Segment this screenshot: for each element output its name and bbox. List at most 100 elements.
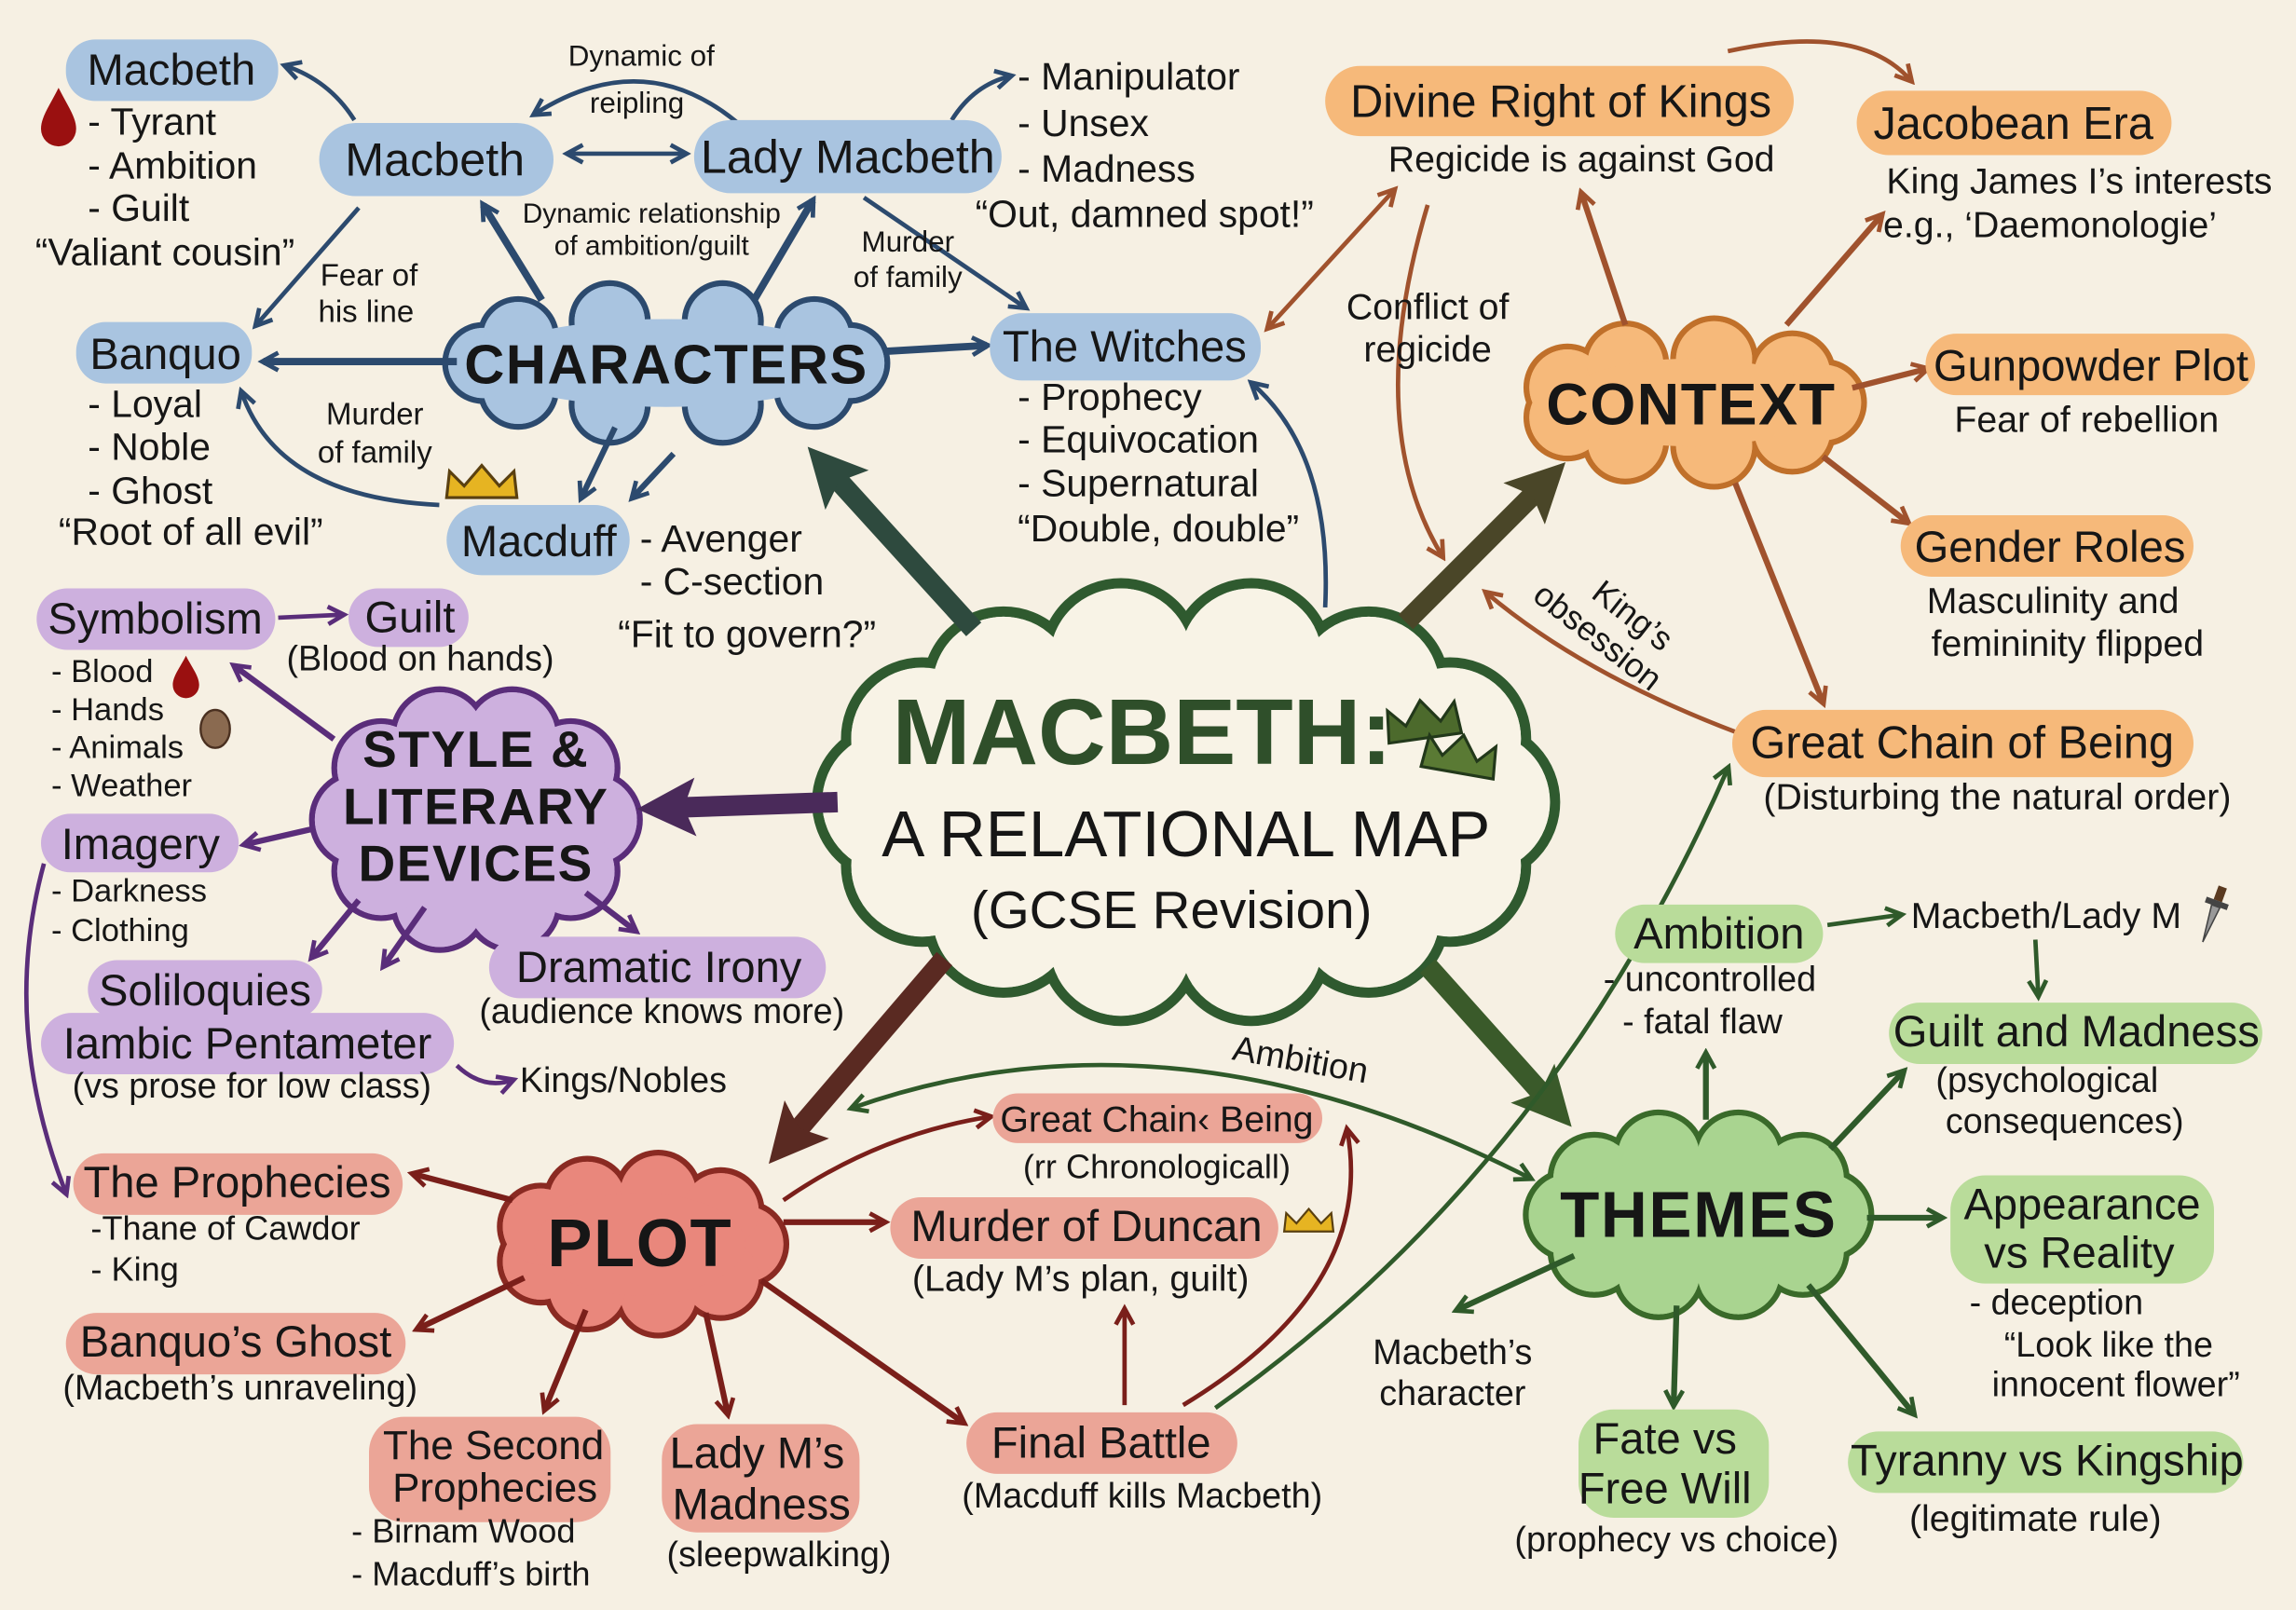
center-title-line3: (GCSE Revision): [971, 880, 1373, 939]
pill-macbeth-top: [65, 39, 279, 102]
plot-hub: PLOT: [547, 1207, 732, 1281]
blood-drop-icon: [172, 655, 199, 699]
node-second: Prophecies: [392, 1466, 597, 1511]
arrow: [703, 1312, 728, 1413]
sub: (vs prose for low class): [73, 1066, 431, 1105]
trait: - Supernatural: [1018, 462, 1259, 505]
label: Macbeth’s: [1373, 1332, 1532, 1371]
characters-hub: CHARACTERS: [464, 334, 868, 396]
item: - uncontrolled: [1604, 960, 1816, 999]
label: Dynamic relationship: [523, 198, 781, 229]
arrow: [545, 1308, 589, 1410]
node-appearance: Appearance: [1963, 1180, 2200, 1229]
pill-fate: [1578, 1409, 1770, 1519]
item: - deception: [1970, 1283, 2143, 1322]
label: Macbeth/Lady M: [1911, 895, 2181, 936]
label: Kings/Nobles: [520, 1060, 727, 1099]
arrow: [241, 392, 440, 508]
arrow: [1784, 215, 1881, 327]
node-macbeth-top: Macbeth: [87, 45, 255, 94]
pill-appearance: [1950, 1175, 2214, 1284]
trait: - Prophecy: [1018, 375, 1202, 418]
pill-final: [966, 1412, 1237, 1474]
sub: Masculinity and: [1927, 580, 2180, 621]
arrow: [782, 1117, 991, 1203]
label: Fear of: [321, 257, 418, 292]
arrow: [278, 615, 343, 618]
dagger-icon: [2202, 885, 2229, 943]
arrow-center-characters: [807, 446, 982, 636]
sub: Fear of rebellion: [1954, 399, 2219, 440]
label: his line: [319, 294, 415, 329]
pill-witches: [990, 313, 1261, 381]
quote: “Double, double”: [1018, 507, 1299, 550]
arrow: [455, 1063, 512, 1084]
trait: - Tyrant: [88, 101, 216, 143]
pill-iambic: [41, 1013, 455, 1075]
node-gender: Gender Roles: [1915, 522, 2186, 571]
pill-divine: [1325, 65, 1794, 137]
trait: - Noble: [88, 425, 211, 468]
arrow: [285, 66, 357, 122]
node-macbeth: Macbeth: [345, 133, 525, 186]
pill-macduff: [446, 504, 630, 576]
arrow: [1252, 384, 1329, 608]
arrow-center-context: [1398, 462, 1566, 630]
item: - Blood: [51, 654, 153, 689]
quote: innocent flower”: [1992, 1365, 2240, 1404]
arrow: [950, 76, 1010, 122]
pill-symbolism: [36, 588, 276, 650]
arrow: [484, 205, 545, 303]
sub: Regicide is against God: [1388, 139, 1775, 180]
thin-connectors: [23, 39, 2038, 1423]
context-hub: CONTEXT: [1546, 373, 1836, 438]
arrow: [1852, 369, 1927, 391]
node-tyranny: Tyranny vs Kingship: [1851, 1435, 2244, 1484]
arrow: [413, 1174, 513, 1204]
arrow: [234, 666, 336, 742]
sub: (sleepwalking): [667, 1535, 892, 1574]
trait: - Ambition: [88, 144, 257, 187]
trait: - Madness: [1018, 147, 1196, 190]
pill-tyranny: [1848, 1431, 2244, 1494]
item: - Macduff’s birth: [351, 1554, 590, 1592]
trait: - Ghost: [88, 469, 213, 512]
quote: “Out, damned spot!”: [976, 192, 1314, 235]
pill-macbeth: [319, 122, 554, 197]
trait: - Loyal: [88, 383, 202, 426]
pill-second: [369, 1416, 611, 1522]
pill-chain: [1732, 709, 2194, 778]
arrow: [633, 451, 676, 498]
item: -Thane of Cawdor: [90, 1209, 360, 1248]
arrow-center-themes: [1419, 959, 1572, 1127]
arrow: [1826, 915, 1901, 925]
node-iambic: Iambic Pentameter: [63, 1018, 432, 1068]
arrow: [862, 196, 1025, 307]
main-connectors: [636, 446, 1572, 1165]
themes-cloud: [1523, 1109, 1875, 1320]
quote: “Root of all evil”: [59, 510, 323, 553]
node-witches: The Witches: [1003, 321, 1247, 371]
label: regicide: [1363, 329, 1492, 370]
pill-gender: [1900, 514, 2194, 577]
sub: King James I’s interests: [1886, 160, 2272, 201]
node-pills: [36, 39, 2262, 1533]
pill-gunpowder: [1925, 334, 2255, 396]
context-branch: CONTEXT Divine Right of Kings Regicide i…: [1346, 77, 2273, 818]
pill-irony: [488, 936, 827, 999]
node-ambition: Ambition: [1633, 908, 1804, 958]
node-gunpowder: Gunpowder Plot: [1934, 340, 2248, 389]
trait: - Guilt: [88, 186, 190, 229]
arrow: [1581, 193, 1629, 326]
node-fate: Free Will: [1578, 1463, 1752, 1512]
node-final: Final Battle: [991, 1418, 1211, 1467]
node-jacobean: Jacobean Era: [1873, 99, 2153, 149]
quote: “Look like the: [2004, 1325, 2213, 1364]
arrow: [1821, 454, 1907, 523]
label: Conflict of: [1346, 286, 1510, 327]
node-irony: Dramatic Irony: [516, 942, 802, 991]
blood-drop-icon: [41, 88, 76, 147]
cloud-body: [1569, 1153, 1828, 1276]
label: Dynamic of: [568, 40, 715, 73]
themes-hub: THEMES: [1560, 1178, 1838, 1250]
